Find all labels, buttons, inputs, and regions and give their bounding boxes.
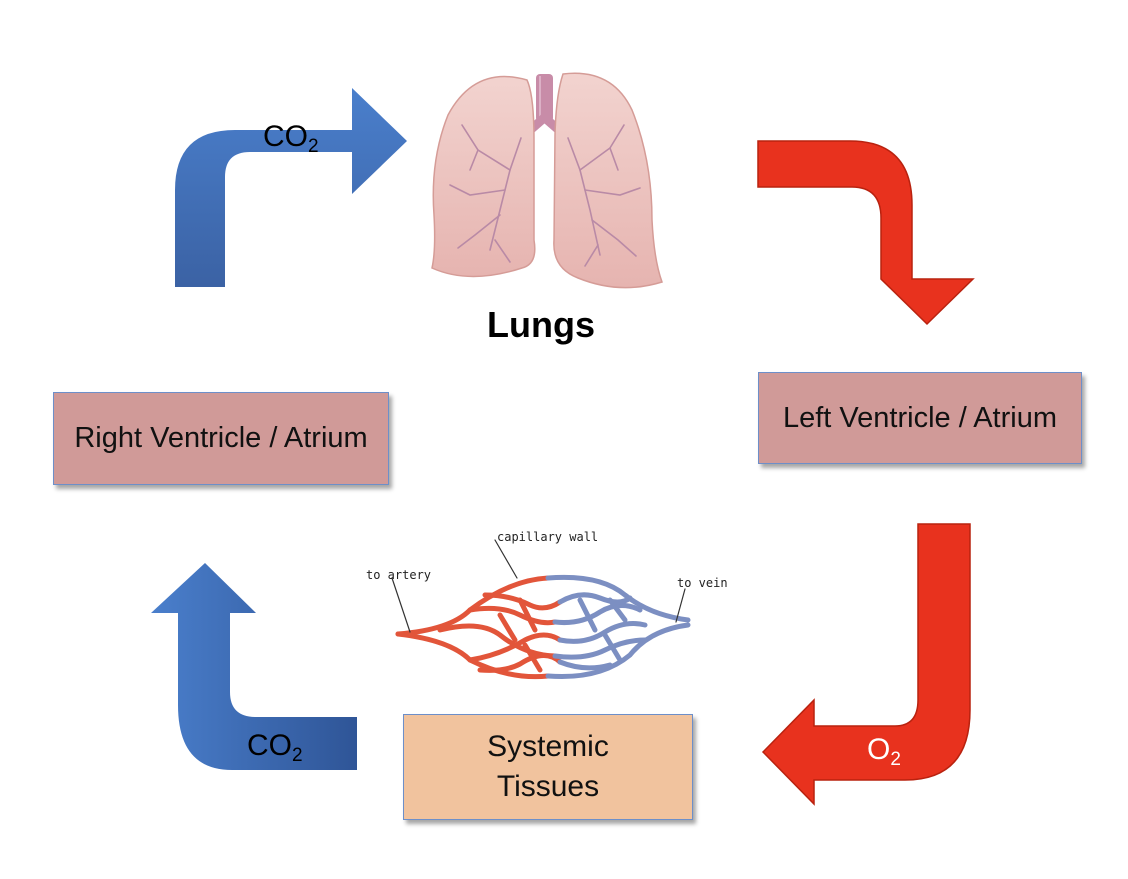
gas-symbol: CO [247, 729, 292, 762]
capillary-bed-illustration [391, 539, 691, 680]
co2-arrow-top [175, 88, 407, 287]
lungs-label: Lungs [487, 304, 595, 345]
systemic-tissues-box: Systemic Tissues [403, 714, 693, 820]
gas-subscript: 2 [308, 136, 319, 157]
tissues-label-line-1: Systemic [487, 730, 609, 763]
right-heart-box: Right Ventricle / Atrium [53, 392, 389, 485]
capillary-wall-label: capillary wall [497, 530, 599, 544]
tissues-label-line-2: Tissues [496, 770, 600, 803]
lungs-illustration [431, 72, 663, 289]
gas-subscript: 2 [890, 749, 901, 770]
systemic-tissues-label: Systemic Tissues [487, 727, 609, 807]
gas-subscript: 2 [292, 745, 303, 766]
co2-label-bottom: CO2 [247, 729, 303, 767]
gas-subscript: 2 [935, 240, 946, 261]
left-heart-label: Left Ventricle / Atrium [782, 401, 1057, 434]
co2-label-top: CO2 [263, 120, 319, 158]
to-artery-label: to artery [366, 568, 432, 582]
o2-arrow-right [757, 140, 975, 326]
gas-symbol: O [912, 224, 936, 257]
left-heart-box: Left Ventricle / Atrium [758, 372, 1082, 464]
o2-label-right: O2 [912, 224, 946, 262]
o2-label-bottom: O2 [867, 733, 901, 771]
gas-symbol: CO [263, 120, 308, 153]
right-heart-label: Right Ventricle / Atrium [74, 422, 368, 454]
gas-symbol: O [867, 733, 891, 766]
o2-arrow-bottom [761, 523, 971, 806]
to-vein-label: to vein [677, 576, 728, 590]
co2-arrow-bottom [151, 563, 357, 770]
